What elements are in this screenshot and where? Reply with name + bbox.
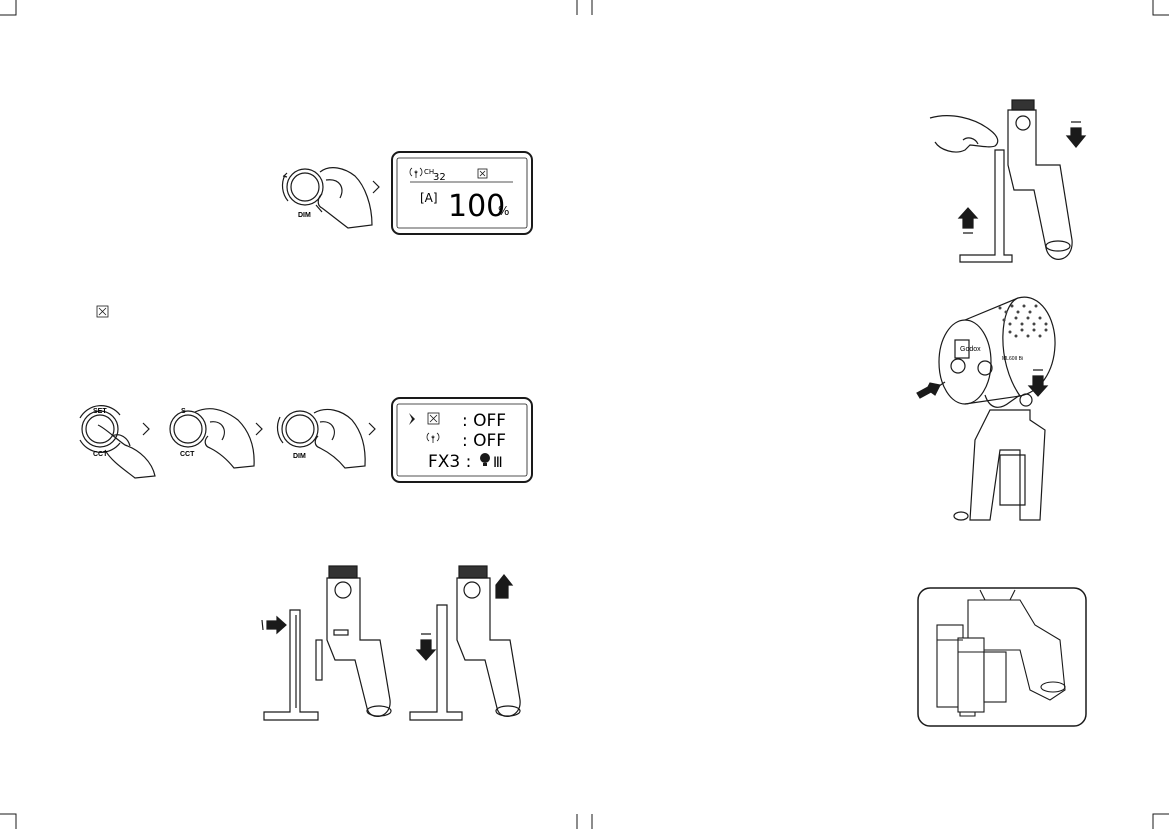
- fx-level: Ⅲ: [493, 455, 503, 471]
- grip-attach-illustration: [262, 566, 391, 720]
- grip-slide-illustration: [930, 100, 1085, 262]
- lcd-display-fx: : OFF : OFF FX3 : Ⅲ: [392, 398, 532, 482]
- dim-knob-label-2: DIM: [293, 453, 306, 460]
- chevron-right-icon: [143, 423, 149, 435]
- fan-status-value: : OFF: [462, 411, 506, 431]
- set-knob-bottom-label: CCT: [93, 451, 108, 458]
- light-head-logo: Godox: [960, 346, 981, 353]
- channel-number: 32: [433, 172, 446, 183]
- fan-icon: [97, 306, 108, 317]
- fan-icon: [478, 169, 487, 178]
- cct-knob-top-label: S: [181, 408, 186, 415]
- fx-label: FX3 :: [428, 452, 471, 472]
- dim-knob-label: DIM: [298, 212, 311, 219]
- light-head-illustration: [917, 297, 1055, 520]
- grip-detach-illustration: [410, 566, 520, 720]
- cct-knob-bottom-label: CCT: [180, 451, 195, 458]
- light-head-brand: ML60II Bi: [1002, 356, 1023, 362]
- bulb-icon: [480, 453, 490, 466]
- chevron-right-icon: [369, 423, 375, 435]
- chevron-right-icon: [373, 181, 379, 193]
- wireless-icon: [427, 433, 439, 443]
- lcd-display-dim: CH 32 [A] 100 %: [392, 152, 532, 234]
- battery-detail-illustration: [918, 588, 1086, 726]
- set-knob-illustration: [80, 406, 155, 478]
- brightness-unit: %: [498, 204, 509, 218]
- wireless-icon: [410, 168, 422, 178]
- chevron-right-icon: [256, 423, 262, 435]
- wireless-status-value: : OFF: [462, 431, 506, 451]
- set-knob-top-label: SET: [93, 408, 107, 415]
- fan-icon: [428, 413, 439, 424]
- dim-knob-illustration: [282, 168, 372, 228]
- cct-knob-illustration: [170, 409, 254, 468]
- mode-indicator: [A]: [420, 191, 438, 205]
- brightness-value: 100: [448, 189, 505, 224]
- dim-knob-illustration-2: [277, 409, 365, 468]
- selection-arrow-icon: [409, 413, 415, 425]
